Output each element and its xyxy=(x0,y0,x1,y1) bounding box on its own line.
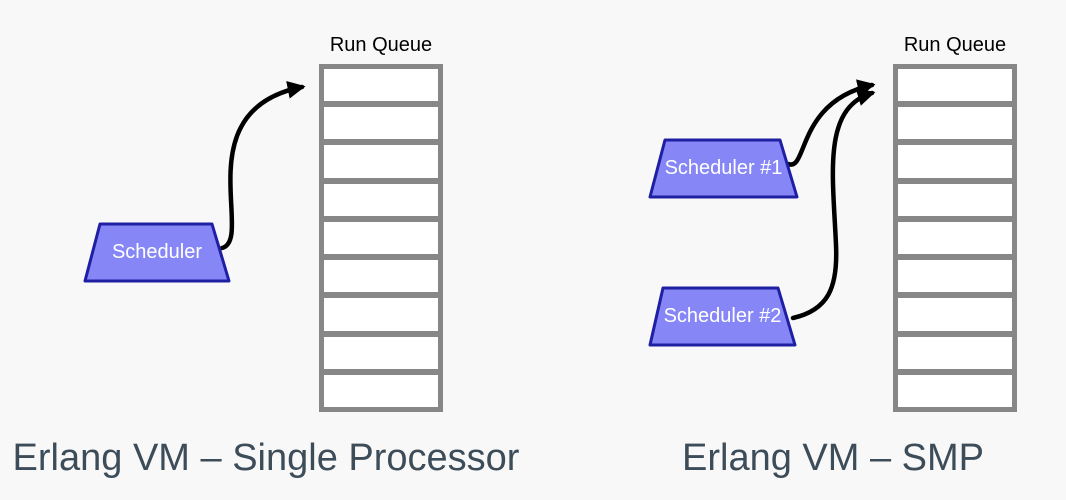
diagram-caption-single-processor: Erlang VM – Single Processor xyxy=(12,437,520,479)
run-queue-cell xyxy=(324,69,438,102)
run-queue-cell xyxy=(898,336,1012,369)
run-queue-cell xyxy=(324,107,438,140)
scheduler-trapezoid xyxy=(83,222,231,283)
arrow-scheduler2-to-runqueue xyxy=(790,88,876,321)
run-queue-label: Run Queue xyxy=(903,34,1007,56)
scheduler1-trapezoid xyxy=(648,138,799,199)
run-queue xyxy=(319,64,443,412)
arrow-scheduler-to-runqueue xyxy=(219,80,306,251)
run-queue-cell xyxy=(324,298,438,331)
run-queue xyxy=(893,64,1017,412)
run-queue-cell xyxy=(324,221,438,255)
run-queue-cell xyxy=(898,145,1012,178)
run-queue-cell xyxy=(898,69,1012,102)
run-queue-cell xyxy=(898,221,1012,255)
run-queue-cell xyxy=(324,183,438,216)
run-queue-cell xyxy=(324,145,438,178)
run-queue-cell xyxy=(898,260,1012,293)
scheduler2-trapezoid xyxy=(648,286,797,347)
run-queue-cell xyxy=(324,260,438,293)
run-queue-cell xyxy=(898,298,1012,331)
run-queue-label: Run Queue xyxy=(329,34,433,56)
run-queue-cell xyxy=(324,336,438,369)
diagram-caption-smp: Erlang VM – SMP xyxy=(682,437,984,479)
run-queue-cell xyxy=(324,374,438,407)
run-queue-cell xyxy=(898,374,1012,407)
arrow-scheduler1-to-runqueue xyxy=(785,79,876,167)
run-queue-cell xyxy=(898,183,1012,216)
run-queue-cell xyxy=(898,107,1012,140)
